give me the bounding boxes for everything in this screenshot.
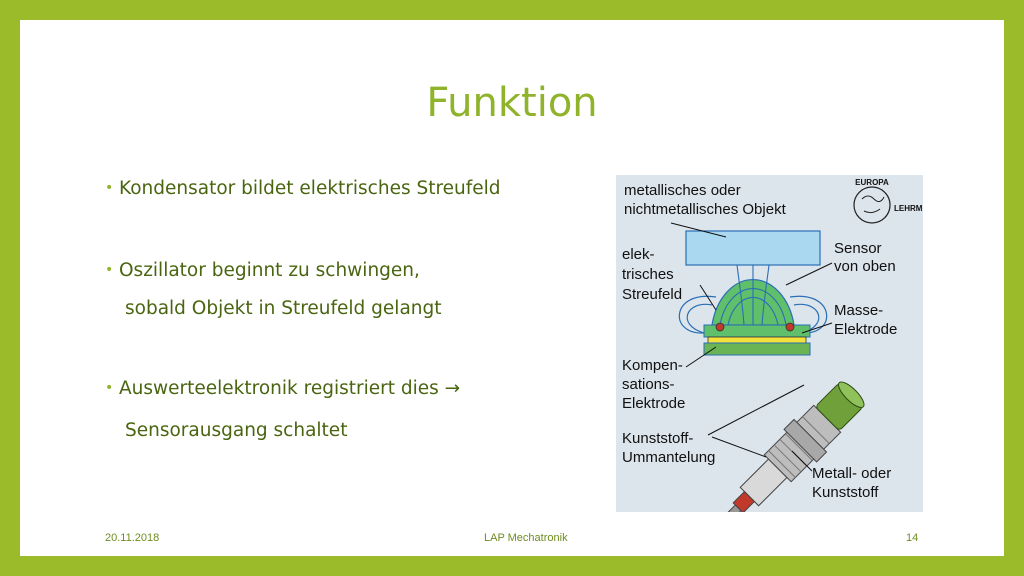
- footer-page-number: 14: [906, 532, 919, 544]
- bullet-dot: •: [105, 262, 114, 278]
- bullet-continuation: Sensorausgang schaltet: [125, 420, 348, 441]
- label-field-3: Streufeld: [622, 286, 682, 303]
- bullet-item: • Kondensator bildet elektrisches Streufe…: [105, 178, 501, 199]
- label-field-2: trisches: [622, 266, 674, 283]
- bullet-text: Oszillator beginnt zu schwingen,: [119, 260, 420, 281]
- label-sensor-2: von oben: [834, 258, 896, 275]
- label-comp-3: Elektrode: [622, 395, 685, 412]
- label-ground-2: Elektrode: [834, 321, 897, 338]
- label-housing-2: Kunststoff: [812, 484, 879, 501]
- bullet-text: Auswerteelektronik registriert dies →: [119, 378, 461, 399]
- bullet-dot: •: [105, 180, 114, 196]
- bullet-text: Kondensator bildet elektrisches Streufel…: [119, 178, 501, 199]
- logo-top-text: EUROPA: [855, 178, 889, 187]
- sensor-diagram: EUROPA LEHRMITTEL metallisches oder nich…: [616, 175, 923, 512]
- logo-bottom-text: LEHRMITTEL: [894, 204, 923, 213]
- label-plastic-2: Ummantelung: [622, 449, 715, 466]
- object-block: [685, 230, 821, 266]
- sensor-top-view: [670, 222, 833, 368]
- label-object-2: nichtmetallisches Objekt: [624, 201, 787, 218]
- label-housing-1: Metall- oder: [812, 465, 891, 482]
- label-comp-1: Kompen-: [622, 357, 683, 374]
- label-comp-2: sations-: [622, 376, 675, 393]
- label-plastic-1: Kunststoff-: [622, 430, 693, 447]
- slide-title: Funktion: [426, 80, 598, 126]
- proximity-sensor-body: [707, 381, 865, 512]
- label-field-1: elek-: [622, 246, 655, 263]
- bullet-dot: •: [105, 380, 114, 396]
- label-ground-1: Masse-: [834, 302, 883, 319]
- bullet-item: • Auswerteelektronik registriert dies →: [105, 378, 460, 399]
- footer-date: 20.11.2018: [105, 532, 160, 544]
- footer-center: LAP Mechatronik: [484, 532, 568, 544]
- europa-lehrmittel-logo: EUROPA LEHRMITTEL: [853, 178, 923, 224]
- bullet-item: • Oszillator beginnt zu schwingen,: [105, 260, 420, 281]
- label-sensor-1: Sensor: [834, 240, 882, 257]
- bullet-continuation: sobald Objekt in Streufeld gelangt: [125, 298, 442, 319]
- label-object-1: metallisches oder: [624, 182, 741, 199]
